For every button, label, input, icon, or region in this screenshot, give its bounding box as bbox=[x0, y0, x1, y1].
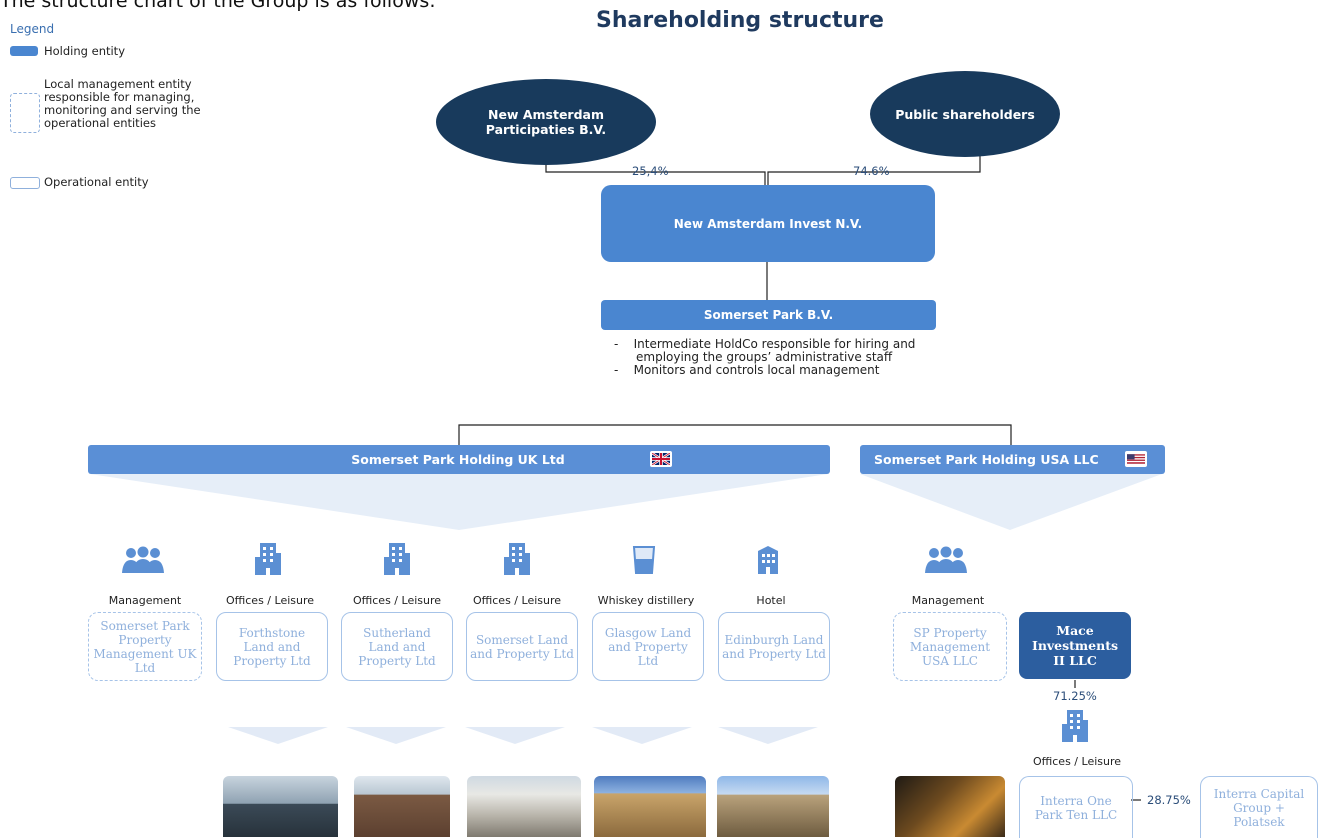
shareholder-public-name: Public shareholders bbox=[895, 106, 1035, 122]
legend-management-label: Local management entity responsible for … bbox=[44, 77, 201, 130]
interra-pct: 28.75% bbox=[1147, 793, 1191, 807]
interra-capital-name: Interra Capital Group + Polatsek bbox=[1213, 786, 1305, 829]
building-icon bbox=[255, 543, 281, 575]
hotel-icon bbox=[758, 546, 778, 574]
shareholder-nap-ellipse: New Amsterdam Participaties B.V. bbox=[436, 79, 656, 165]
uk-entity-category: Management bbox=[108, 594, 182, 607]
uk-entity-name: Somerset Land and Property Ltd bbox=[470, 632, 574, 661]
uk-flag-icon bbox=[650, 451, 672, 467]
property-photo bbox=[895, 776, 1005, 837]
invest-name: New Amsterdam Invest N.V. bbox=[673, 216, 863, 231]
legend-operational-swatch bbox=[10, 177, 40, 189]
uk-operational-box: Forthstone Land and Property Ltd bbox=[216, 612, 328, 681]
us-flag-icon bbox=[1125, 451, 1147, 467]
uk-entity-name: Sutherland Land and Property Ltd bbox=[358, 625, 436, 668]
uk-holding-name: Somerset Park Holding UK Ltd bbox=[351, 452, 565, 467]
somerset-bv-name: Somerset Park B.V. bbox=[703, 308, 834, 322]
us-holding-bar: Somerset Park Holding USA LLC bbox=[860, 445, 1165, 474]
property-photo bbox=[717, 776, 829, 837]
building-icon bbox=[504, 543, 530, 575]
page-title: Shareholding structure bbox=[596, 8, 884, 33]
somerset-bv-notes: - Intermediate HoldCo responsible for hi… bbox=[614, 338, 924, 377]
property-photo bbox=[594, 776, 706, 837]
us-holding-name: Somerset Park Holding USA LLC bbox=[874, 452, 1099, 467]
intro-text: The structure chart of the Group is as f… bbox=[0, 0, 436, 12]
shareholder-nap-name: New Amsterdam Participaties B.V. bbox=[485, 107, 607, 137]
uk-entity-name: Edinburgh Land and Property Ltd bbox=[722, 632, 826, 661]
interra-one-box: Interra One Park Ten LLC bbox=[1019, 776, 1133, 838]
uk-entity-name: Forthstone Land and Property Ltd bbox=[233, 625, 311, 668]
invest-box: New Amsterdam Invest N.V. bbox=[601, 185, 935, 262]
uk-entity-category: Offices / Leisure bbox=[472, 594, 562, 607]
us-management-name: SP Property Management USA LLC bbox=[909, 625, 991, 668]
shareholder-nap-pct: 25,4% bbox=[632, 164, 669, 178]
uk-holding-bar: Somerset Park Holding UK Ltd bbox=[88, 445, 830, 474]
whiskey-glass-icon bbox=[632, 546, 656, 574]
uk-entity-name: Somerset Park Property Management UK Ltd bbox=[93, 618, 197, 675]
interra-one-category: Offices / Leisure bbox=[1032, 755, 1122, 768]
legend-holding-swatch bbox=[10, 46, 38, 56]
uk-entity-category: Offices / Leisure bbox=[225, 594, 315, 607]
property-photo bbox=[223, 776, 338, 837]
people-icon bbox=[122, 546, 164, 573]
uk-operational-box: Sutherland Land and Property Ltd bbox=[341, 612, 453, 681]
property-photo bbox=[354, 776, 450, 837]
uk-entity-category: Hotel bbox=[756, 594, 786, 607]
legend-operational-label: Operational entity bbox=[44, 175, 149, 189]
interra-capital-box: Interra Capital Group + Polatsek bbox=[1200, 776, 1318, 838]
building-icon bbox=[384, 543, 410, 575]
mace-name: Mace Investments II LLC bbox=[1031, 623, 1119, 668]
legend-heading: Legend bbox=[10, 22, 55, 36]
uk-operational-box: Glasgow Land and Property Ltd bbox=[592, 612, 704, 681]
somerset-bv-box: Somerset Park B.V. bbox=[601, 300, 936, 330]
building-icon bbox=[1062, 710, 1088, 742]
people-icon bbox=[925, 546, 967, 573]
uk-entity-category: Whiskey distillery bbox=[597, 594, 695, 607]
mace-pct: 71.25% bbox=[1053, 689, 1097, 703]
somerset-bv-note: - Intermediate HoldCo responsible for hi… bbox=[614, 337, 916, 364]
us-management-box: SP Property Management USA LLC bbox=[893, 612, 1007, 681]
shareholder-public-ellipse: Public shareholders bbox=[870, 71, 1060, 157]
somerset-bv-note: - Monitors and controls local management bbox=[614, 363, 880, 377]
mace-box: Mace Investments II LLC bbox=[1019, 612, 1131, 679]
shareholder-public-pct: 74.6% bbox=[853, 164, 890, 178]
legend-holding-label: Holding entity bbox=[44, 44, 125, 58]
interra-one-name: Interra One Park Ten LLC bbox=[1034, 793, 1118, 822]
property-photo bbox=[467, 776, 581, 837]
us-management-category: Management bbox=[911, 594, 985, 607]
uk-operational-box: Edinburgh Land and Property Ltd bbox=[718, 612, 830, 681]
legend-management-swatch bbox=[10, 93, 40, 133]
uk-operational-box: Somerset Land and Property Ltd bbox=[466, 612, 578, 681]
uk-entity-name: Glasgow Land and Property Ltd bbox=[604, 625, 692, 668]
uk-entity-category: Offices / Leisure bbox=[352, 594, 442, 607]
uk-management-box: Somerset Park Property Management UK Ltd bbox=[88, 612, 202, 681]
